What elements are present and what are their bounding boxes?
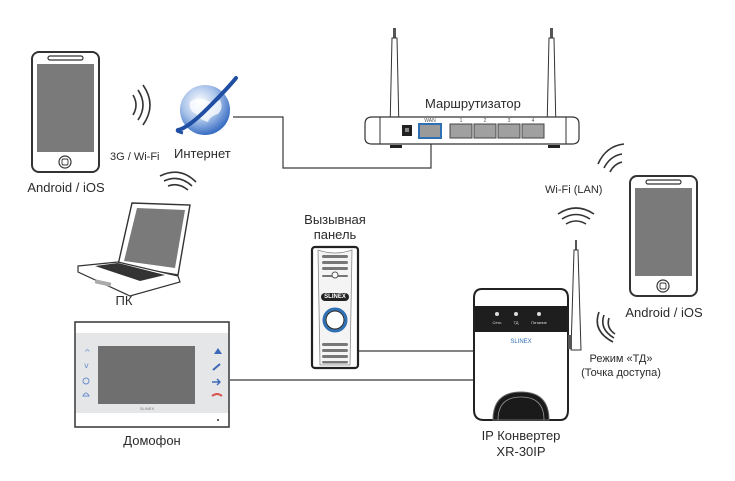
svg-text:^: ^	[84, 348, 91, 357]
wifi-waves-converter-icon	[557, 207, 595, 225]
wifi-waves-laptop-icon	[159, 171, 197, 191]
ap-mode-label-line1: Режим «ТД»	[589, 353, 653, 365]
phone-left-label: Android / iOS	[27, 180, 105, 195]
ip-converter-icon	[473, 240, 582, 421]
call-panel-label-line2: панель	[313, 227, 357, 242]
router-port-wan-label: WAN	[424, 118, 436, 124]
cable-internet-router	[233, 116, 432, 169]
internet-globe-icon	[175, 76, 238, 135]
router-port-3-label: 3	[507, 118, 511, 124]
phone-right-label: Android / iOS	[625, 305, 703, 320]
monitor-brand: SLINEX	[139, 406, 155, 411]
router-port-2-label: 2	[483, 118, 487, 124]
internet-label: Интернет	[174, 146, 231, 161]
phone-right-icon	[629, 175, 698, 297]
call-panel-icon	[310, 245, 360, 370]
phone-left-icon	[31, 51, 100, 173]
converter-led-power-label: Питание	[531, 320, 547, 325]
pc-label: ПК	[115, 293, 133, 308]
laptop-icon	[77, 202, 191, 297]
router-port-1-label: 1	[459, 118, 463, 124]
monitor-label: Домофон	[123, 433, 181, 448]
router-port-4-label: 4	[531, 118, 535, 124]
converter-label-line1: IP Конвертер	[481, 428, 561, 443]
converter-led-net-label: Сеть	[492, 320, 502, 325]
svg-text:v: v	[84, 361, 89, 370]
intercom-monitor-icon: ^ v	[74, 321, 230, 428]
converter-brand: SLINEX	[510, 339, 532, 345]
call-panel-label-line1: Вызывная	[304, 212, 366, 227]
call-panel-brand: SLINEX	[324, 294, 346, 300]
ap-mode-label-line2: (Точка доступа)	[581, 367, 661, 379]
converter-label-line2: XR-30IP	[496, 444, 546, 459]
wireless-waves-icon	[132, 84, 151, 126]
wifi-lan-label: Wi-Fi (LAN)	[545, 184, 603, 196]
wifi-waves-router-icon	[597, 143, 625, 173]
router-icon	[364, 28, 580, 148]
converter-led-td-label: ТД	[513, 320, 519, 325]
router-label: Маршрутизатор	[425, 96, 521, 111]
link-3g-wifi-label: 3G / Wi-Fi	[110, 151, 160, 163]
wifi-waves-ap-icon	[596, 311, 616, 343]
connection-lines	[230, 116, 474, 381]
